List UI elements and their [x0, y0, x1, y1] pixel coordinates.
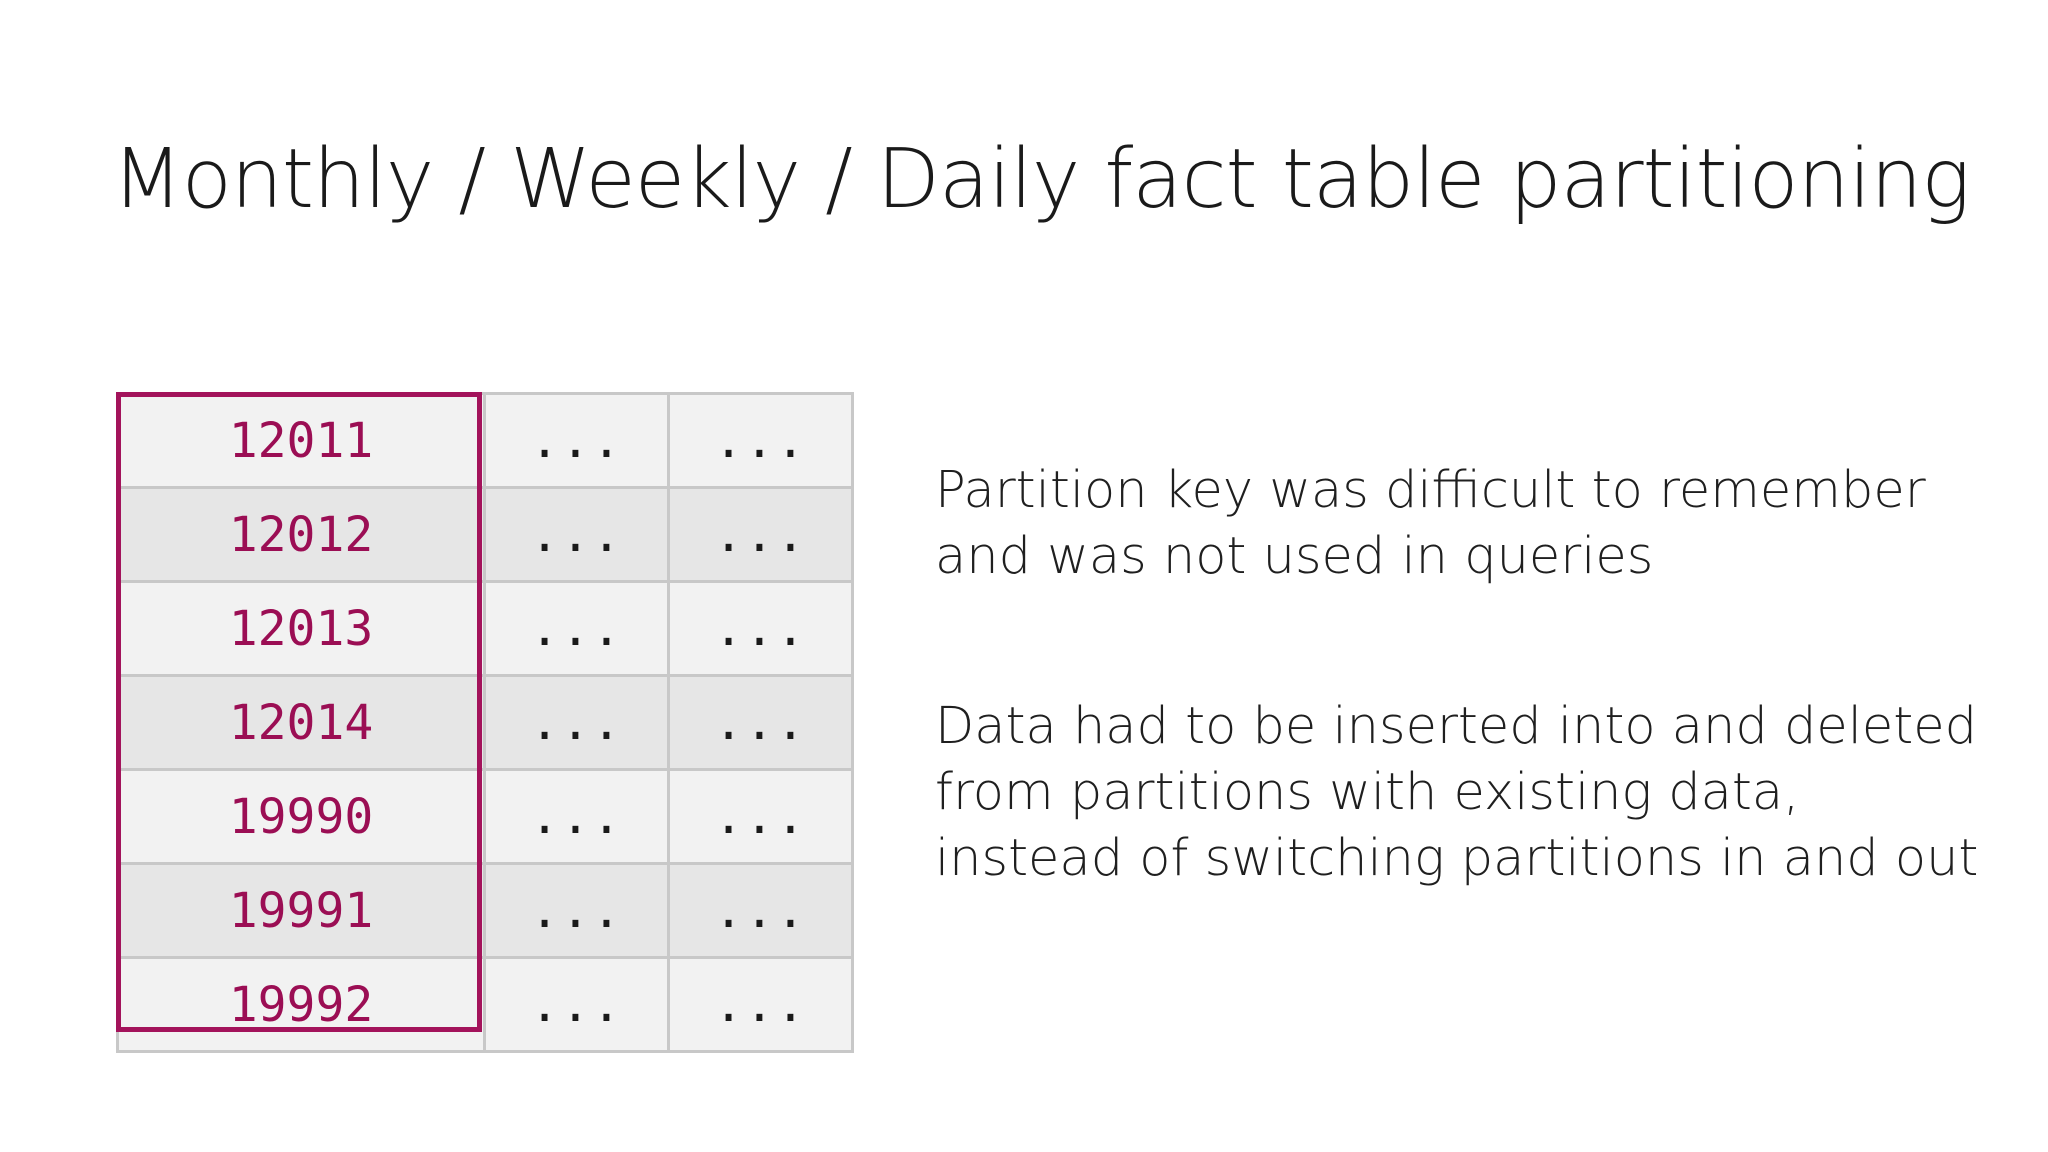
table-row: 12011 ... ...: [116, 392, 854, 489]
table-row: 12014 ... ...: [116, 674, 854, 771]
ellipsis-cell: ...: [483, 392, 670, 489]
table-row: 19990 ... ...: [116, 768, 854, 865]
ellipsis-cell: ...: [483, 956, 670, 1053]
table-row: 12012 ... ...: [116, 486, 854, 583]
ellipsis-cell: ...: [483, 486, 670, 583]
partition-key-cell: 19990: [116, 768, 486, 865]
ellipsis-cell: ...: [667, 392, 854, 489]
partition-key-cell: 12014: [116, 674, 486, 771]
partition-key-cell: 19991: [116, 862, 486, 959]
table-row: 12013 ... ...: [116, 580, 854, 677]
slide-title: Monthly / Weekly / Daily fact table part…: [112, 132, 1970, 227]
partition-key-cell: 12013: [116, 580, 486, 677]
partition-table-area: 12011 ... ... 12012 ... ... 12013 ... ..…: [116, 392, 854, 1053]
partition-key-cell: 12012: [116, 486, 486, 583]
ellipsis-cell: ...: [667, 486, 854, 583]
table-row: 19992 ... ...: [116, 956, 854, 1053]
table-row: 19991 ... ...: [116, 862, 854, 959]
ellipsis-cell: ...: [667, 674, 854, 771]
ellipsis-cell: ...: [667, 768, 854, 865]
ellipsis-cell: ...: [667, 580, 854, 677]
note-text: Data had to be inserted into and deleted…: [935, 697, 1979, 888]
notes-panel: Partition key was difficult to remember …: [935, 458, 1995, 892]
partition-key-cell: 19992: [116, 956, 486, 1053]
ellipsis-cell: ...: [667, 862, 854, 959]
note-text: Partition key was difficult to remember …: [935, 461, 1926, 586]
ellipsis-cell: ...: [667, 956, 854, 1053]
partition-table: 12011 ... ... 12012 ... ... 12013 ... ..…: [116, 392, 854, 1053]
partition-key-cell: 12011: [116, 392, 486, 489]
ellipsis-cell: ...: [483, 580, 670, 677]
ellipsis-cell: ...: [483, 674, 670, 771]
ellipsis-cell: ...: [483, 862, 670, 959]
ellipsis-cell: ...: [483, 768, 670, 865]
